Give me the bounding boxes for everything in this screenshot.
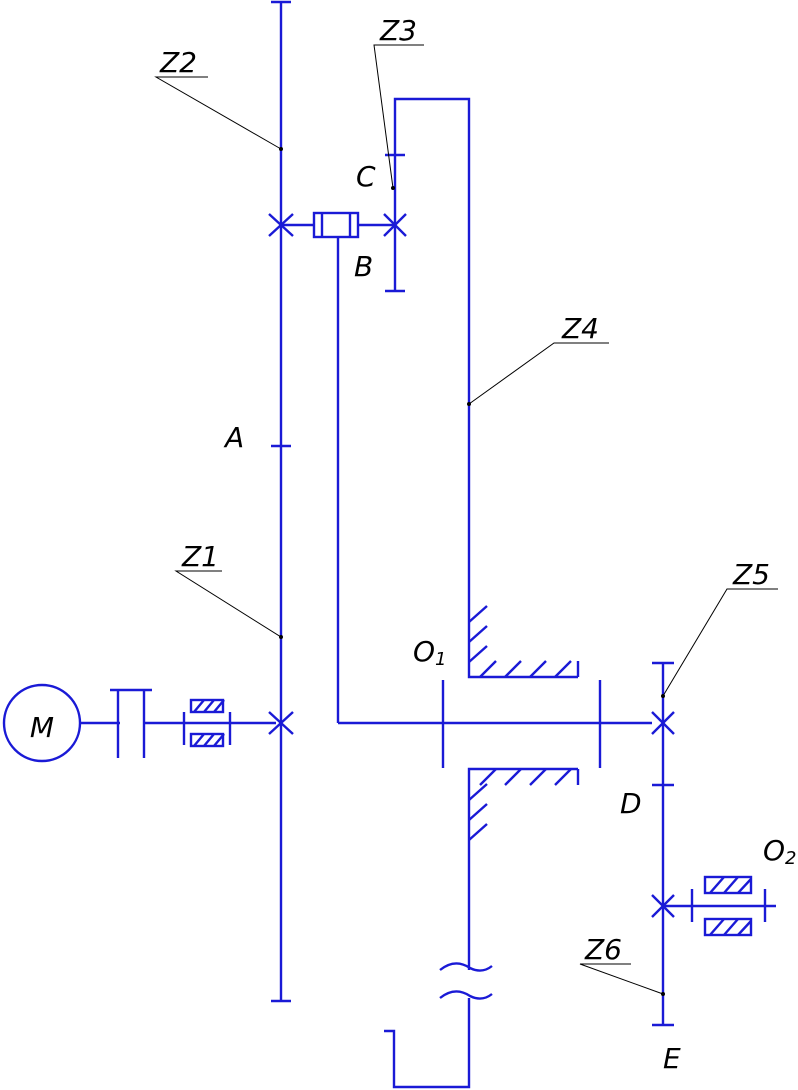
label-z1: Z1 — [181, 540, 219, 573]
housing-o1 — [441, 605, 602, 970]
leader-z2 — [154, 76, 283, 151]
label-b: B — [354, 250, 373, 283]
bearing-o2 — [663, 875, 776, 937]
leader-z6 — [579, 963, 665, 996]
label-a: A — [223, 421, 244, 454]
link-b — [281, 211, 652, 725]
label-z4: Z4 — [561, 312, 599, 345]
gear-train-a — [268, 0, 294, 1003]
leader-z3 — [373, 44, 424, 190]
break-lines — [384, 962, 493, 1089]
gear-z3-shaft — [383, 153, 407, 293]
label-z5: Z5 — [732, 558, 770, 591]
leader-z5 — [661, 588, 778, 698]
label-z3: Z3 — [379, 14, 417, 47]
leader-z4 — [467, 342, 609, 406]
label-e: E — [663, 1042, 681, 1075]
gear-z4-frame — [393, 97, 578, 679]
motor: M — [2, 683, 82, 763]
label-o1: O1 — [413, 635, 447, 670]
leader-z1 — [174, 570, 283, 639]
label-z2: Z2 — [159, 46, 197, 79]
gear-train-d — [651, 661, 675, 1027]
motor-label: M — [30, 711, 54, 744]
label-z6: Z6 — [584, 933, 622, 966]
label-d: D — [620, 787, 642, 820]
coupling — [110, 688, 276, 758]
bearing-motor-shaft — [182, 698, 232, 748]
label-o2: O2 — [763, 834, 797, 869]
label-c: C — [356, 160, 376, 193]
